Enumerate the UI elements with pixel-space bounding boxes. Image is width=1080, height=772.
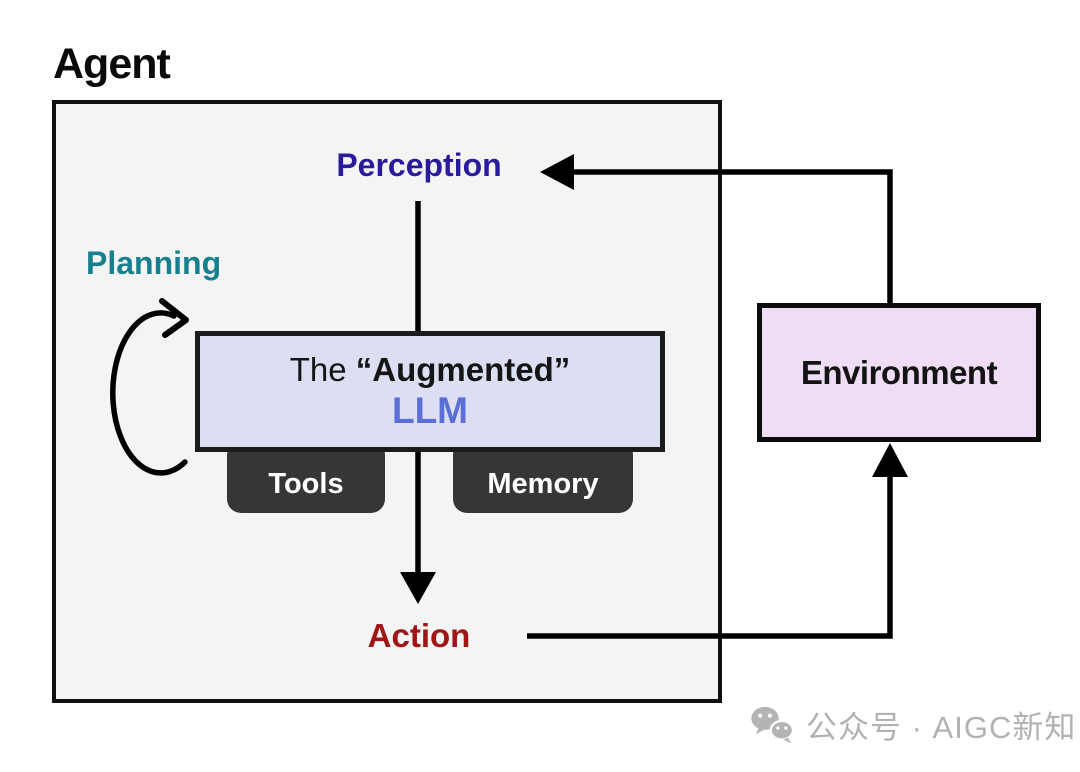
llm-title-quoted: “Augmented”: [355, 350, 571, 388]
augmented-llm-box: The “Augmented” LLM: [195, 331, 665, 452]
edge-environment-to-perception: [558, 169, 893, 305]
edge-action-to-environment: [527, 473, 893, 639]
arrowhead-up-icon: [872, 443, 908, 477]
environment-box: Environment: [757, 303, 1041, 442]
memory-label: Memory: [487, 467, 599, 500]
wechat-icon: [751, 706, 795, 743]
arrowhead-down-icon: [400, 572, 436, 604]
llm-title-prefix: The: [289, 350, 356, 388]
environment-label: Environment: [800, 353, 998, 391]
memory-tab: Memory: [453, 441, 633, 513]
planning-loop-arrow: [110, 310, 188, 476]
tools-label: Tools: [268, 467, 344, 500]
perception-label: Perception: [336, 147, 502, 183]
llm-box-title: The “Augmented”: [290, 350, 571, 390]
llm-label: LLM: [391, 390, 469, 432]
action-label: Action: [367, 617, 471, 654]
tools-tab: Tools: [227, 441, 385, 513]
arrowhead-loop-icon: [159, 298, 189, 338]
watermark: 公众号 · AIGC新知: [750, 702, 1076, 747]
agent-title: Agent: [53, 40, 171, 88]
watermark-text: 公众号 · AIGC新知: [806, 710, 1077, 745]
planning-label: Planning: [86, 245, 222, 281]
arrowhead-left-icon: [540, 154, 574, 190]
